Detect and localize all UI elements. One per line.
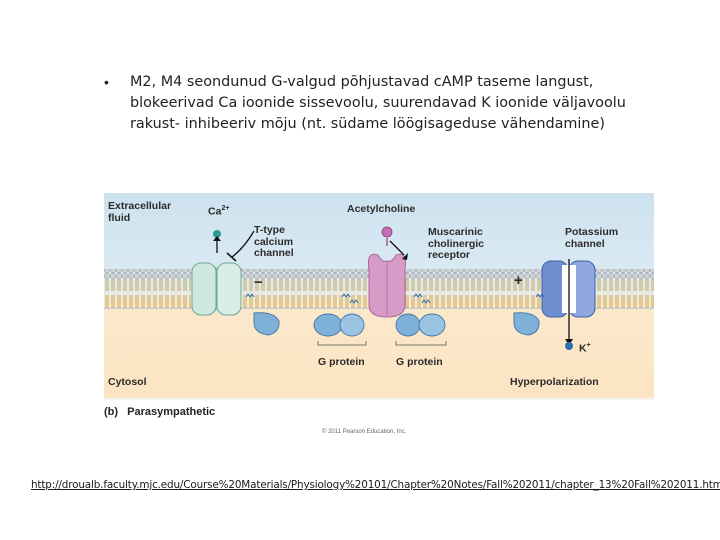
bullet-marker: •	[104, 74, 109, 90]
ca-ion-icon	[213, 230, 221, 253]
potassium-line-2: channel	[565, 237, 605, 250]
copyright-text: © 2011 Pearson Education, Inc.	[322, 429, 407, 435]
calcium-channel-line-2: calcium	[254, 235, 294, 248]
calcium-channel-icon	[191, 262, 242, 316]
k-ion-label: K+	[579, 340, 591, 355]
extracellular-line-2: fluid	[108, 211, 131, 224]
inhibit-arrow-icon	[226, 230, 255, 262]
muscarinic-receptor-icon	[367, 253, 407, 318]
g-protein-brackets	[317, 341, 447, 346]
bullet-text: M2, M4 seondunud G-valgud põhjustavad cA…	[130, 74, 626, 132]
receptor-line-3: receptor	[428, 249, 471, 261]
acetylcholine-icon	[381, 226, 393, 246]
calcium-channel-line-3: channel	[254, 247, 294, 259]
receptor-line-2: cholinergic	[428, 237, 485, 250]
potassium-channel-label: Potassium channel	[565, 226, 619, 250]
ca-ion-text: Ca	[208, 205, 222, 218]
source-link[interactable]: http://droualb.faculty.mjc.edu/Course%20…	[31, 479, 720, 491]
k-ion-text: K	[579, 342, 587, 355]
panel-caption: (b) Parasympathetic	[104, 406, 215, 418]
k-ion-icon	[565, 342, 573, 350]
g-protein-right-icon	[395, 312, 540, 337]
minus-sign: −	[254, 274, 263, 291]
calcium-channel-label: T-type calcium channel	[254, 224, 294, 260]
plus-sign: +	[514, 272, 523, 289]
cytosol-label: Cytosol	[108, 376, 147, 388]
ca-ion-charge: 2+	[221, 205, 230, 212]
g-protein-label-1: G protein	[318, 356, 365, 368]
k-ion-charge: +	[586, 342, 591, 349]
potassium-line-1: Potassium	[565, 226, 619, 238]
g-protein-label-2: G protein	[396, 356, 443, 368]
parasympathetic-figure: Extracellular fluid Ca2+ T-type calcium …	[104, 193, 654, 438]
panel-letter: (b)	[104, 406, 119, 418]
receptor-line-1: Muscarinic	[428, 226, 483, 238]
signal-squiggle-icon	[245, 293, 545, 304]
extracellular-label: Extracellular fluid	[108, 200, 172, 224]
hyperpolarization-label: Hyperpolarization	[510, 376, 599, 388]
calcium-channel-line-1: T-type	[254, 224, 285, 236]
receptor-arrow-icon	[389, 240, 408, 260]
ca-ion-label: Ca2+	[208, 203, 229, 218]
g-protein-left-icon	[253, 312, 365, 337]
figure-illustration	[104, 193, 654, 400]
receptor-label: Muscarinic cholinergic receptor	[428, 226, 485, 262]
potassium-channel-icon	[541, 259, 596, 345]
acetylcholine-label: Acetylcholine	[347, 203, 416, 215]
panel-title: Parasympathetic	[127, 406, 216, 418]
extracellular-line-1: Extracellular	[108, 200, 172, 212]
